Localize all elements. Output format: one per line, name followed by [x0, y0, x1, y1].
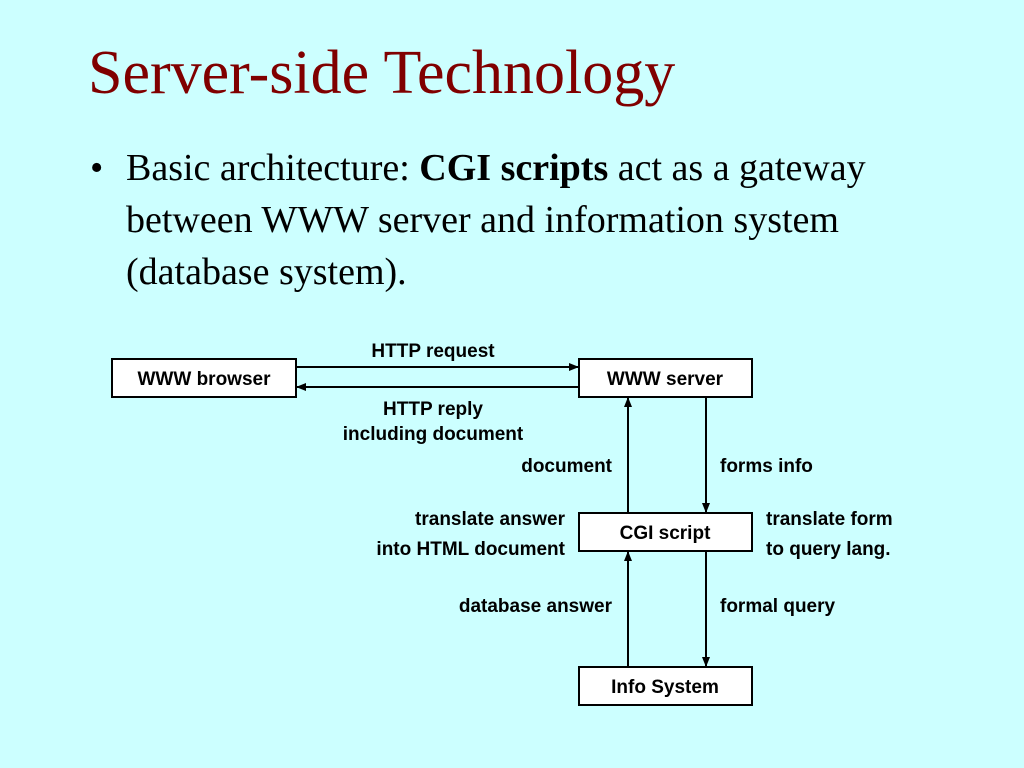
bullet-emphasis: CGI scripts — [419, 147, 609, 189]
info-system-label: Info System — [611, 677, 719, 698]
slide-title: Server-side Technology — [88, 39, 676, 107]
cgi-script-label: CGI script — [620, 523, 711, 544]
http-request-label: HTTP request — [371, 341, 495, 362]
translate-answer-label: translate answer — [415, 509, 566, 530]
bullet-prefix: Basic architecture: — [126, 147, 420, 189]
www-browser-box: WWW browser — [111, 358, 297, 398]
www-server-label: WWW server — [607, 369, 724, 390]
bullet-dot: • — [90, 147, 104, 189]
formal-query-label: formal query — [720, 596, 836, 617]
translate-form-label: translate form — [766, 509, 893, 530]
bullet-list: • Basic architecture: CGI scripts act as … — [90, 142, 990, 298]
http-reply-label-2: including document — [343, 424, 524, 445]
bullet-item: • Basic architecture: CGI scripts act as … — [90, 142, 990, 298]
http-reply-label: HTTP reply — [383, 399, 483, 420]
cgi-script-box: CGI script — [578, 512, 753, 552]
bullet-suffix: act as a gateway between WWW server and … — [126, 147, 866, 293]
document-label: document — [521, 456, 612, 477]
www-browser-label: WWW browser — [138, 369, 272, 390]
translate-answer-label-2: into HTML document — [376, 539, 565, 560]
database-answer-label: database answer — [459, 596, 613, 617]
forms-info-label: forms info — [720, 456, 813, 477]
www-server-box: WWW server — [578, 358, 753, 398]
info-system-box: Info System — [578, 666, 753, 706]
translate-form-label-2: to query lang. — [766, 539, 891, 560]
